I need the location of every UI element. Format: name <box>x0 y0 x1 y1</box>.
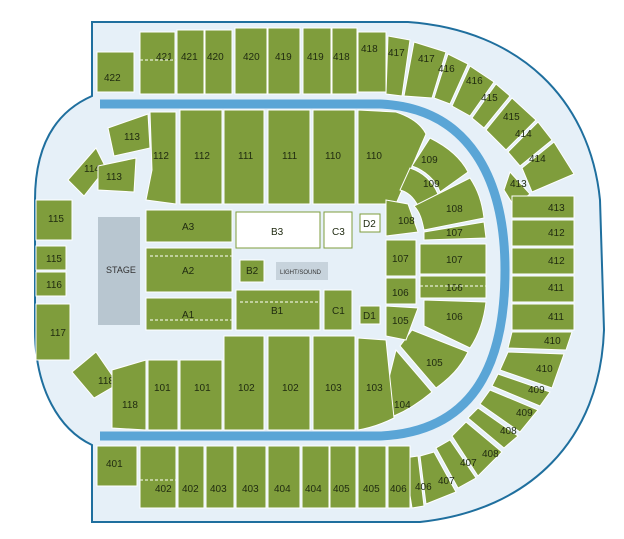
section-l118b[interactable] <box>111 359 147 431</box>
section-u408a[interactable] <box>467 407 519 449</box>
section-u402a[interactable] <box>177 445 205 509</box>
section-l107[interactable] <box>423 221 487 241</box>
section-u414a[interactable] <box>507 121 553 167</box>
section-l105[interactable] <box>399 329 469 389</box>
section-r107b[interactable] <box>385 239 417 277</box>
section-l115b[interactable] <box>35 245 67 271</box>
section-u416a[interactable] <box>433 53 469 105</box>
section-u411b[interactable] <box>511 303 575 331</box>
section-u417b[interactable] <box>403 41 447 99</box>
section-u415b[interactable] <box>485 97 537 151</box>
section-l102a[interactable] <box>223 335 265 431</box>
section-fB1[interactable] <box>235 289 321 331</box>
section-u407a[interactable] <box>435 439 477 489</box>
section-u412a[interactable] <box>511 219 575 247</box>
section-fA1[interactable] <box>145 297 233 331</box>
section-u413b[interactable] <box>511 195 575 219</box>
section-u403a[interactable] <box>235 445 267 509</box>
section-u404b[interactable] <box>267 445 301 509</box>
section-fD1[interactable] <box>359 305 381 325</box>
section-fC1[interactable] <box>323 289 353 331</box>
arena-ring <box>100 99 510 441</box>
section-l115a[interactable] <box>35 199 73 241</box>
section-r106b[interactable] <box>385 277 417 305</box>
section-l113a[interactable] <box>107 113 151 157</box>
section-l103a[interactable] <box>312 335 356 431</box>
section-r105[interactable] <box>385 305 419 341</box>
section-l112b[interactable] <box>179 109 223 205</box>
section-u421a[interactable] <box>139 31 176 95</box>
section-fC3[interactable] <box>323 211 353 249</box>
section-fA3[interactable] <box>145 209 233 243</box>
stage <box>98 217 140 325</box>
section-u405a[interactable] <box>357 445 387 509</box>
section-l109a[interactable] <box>411 137 469 193</box>
section-u414b[interactable] <box>521 141 575 193</box>
section-l116[interactable] <box>35 271 67 297</box>
section-l108[interactable] <box>413 177 485 231</box>
section-l111a[interactable] <box>223 109 265 205</box>
section-u410b[interactable] <box>499 351 565 389</box>
section-u403b[interactable] <box>205 445 235 509</box>
section-l112a[interactable] <box>145 111 177 205</box>
section-r108[interactable] <box>385 199 419 237</box>
section-u412b[interactable] <box>511 247 575 275</box>
section-l113b[interactable] <box>97 157 137 193</box>
section-u409b[interactable] <box>479 389 539 433</box>
section-fA2[interactable] <box>145 247 233 293</box>
section-u409a[interactable] <box>491 373 551 407</box>
section-u418b[interactable] <box>357 31 387 93</box>
section-l110a[interactable] <box>312 109 356 205</box>
section-u419a[interactable] <box>267 27 301 95</box>
section-u401[interactable] <box>96 445 138 487</box>
section-l117[interactable] <box>35 303 71 361</box>
section-u420b[interactable] <box>234 27 268 95</box>
section-u416b[interactable] <box>451 65 495 117</box>
section-r106a[interactable] <box>419 275 487 299</box>
section-u410a[interactable] <box>507 331 573 351</box>
section-u402b[interactable] <box>139 445 177 509</box>
lower-level: 113 114 113 112 115 115 116 117 118 118 … <box>35 109 487 431</box>
section-l101b[interactable] <box>179 359 223 431</box>
section-l106[interactable] <box>423 299 487 349</box>
section-l103b[interactable] <box>357 337 395 431</box>
section-fB3[interactable] <box>235 211 321 249</box>
lightsound-booth <box>276 262 328 280</box>
section-l102b[interactable] <box>267 335 311 431</box>
section-u422[interactable] <box>96 51 135 93</box>
section-u421b[interactable] <box>176 29 205 95</box>
section-r107a[interactable] <box>419 243 487 275</box>
section-u408b[interactable] <box>451 421 503 477</box>
section-u417a[interactable] <box>385 35 411 97</box>
section-u407b[interactable] <box>419 451 457 505</box>
section-u406b[interactable] <box>387 445 411 509</box>
section-l111b[interactable] <box>267 109 311 205</box>
section-u411a[interactable] <box>511 275 575 303</box>
section-l101a[interactable] <box>147 359 179 431</box>
section-u405b[interactable] <box>329 445 357 509</box>
section-u418a[interactable] <box>331 27 358 95</box>
section-u404a[interactable] <box>301 445 330 509</box>
section-u415a[interactable] <box>471 83 511 129</box>
section-fD2[interactable] <box>359 213 381 233</box>
section-u420a[interactable] <box>204 29 233 95</box>
section-fB2[interactable] <box>239 259 265 283</box>
section-u419b[interactable] <box>302 27 332 95</box>
